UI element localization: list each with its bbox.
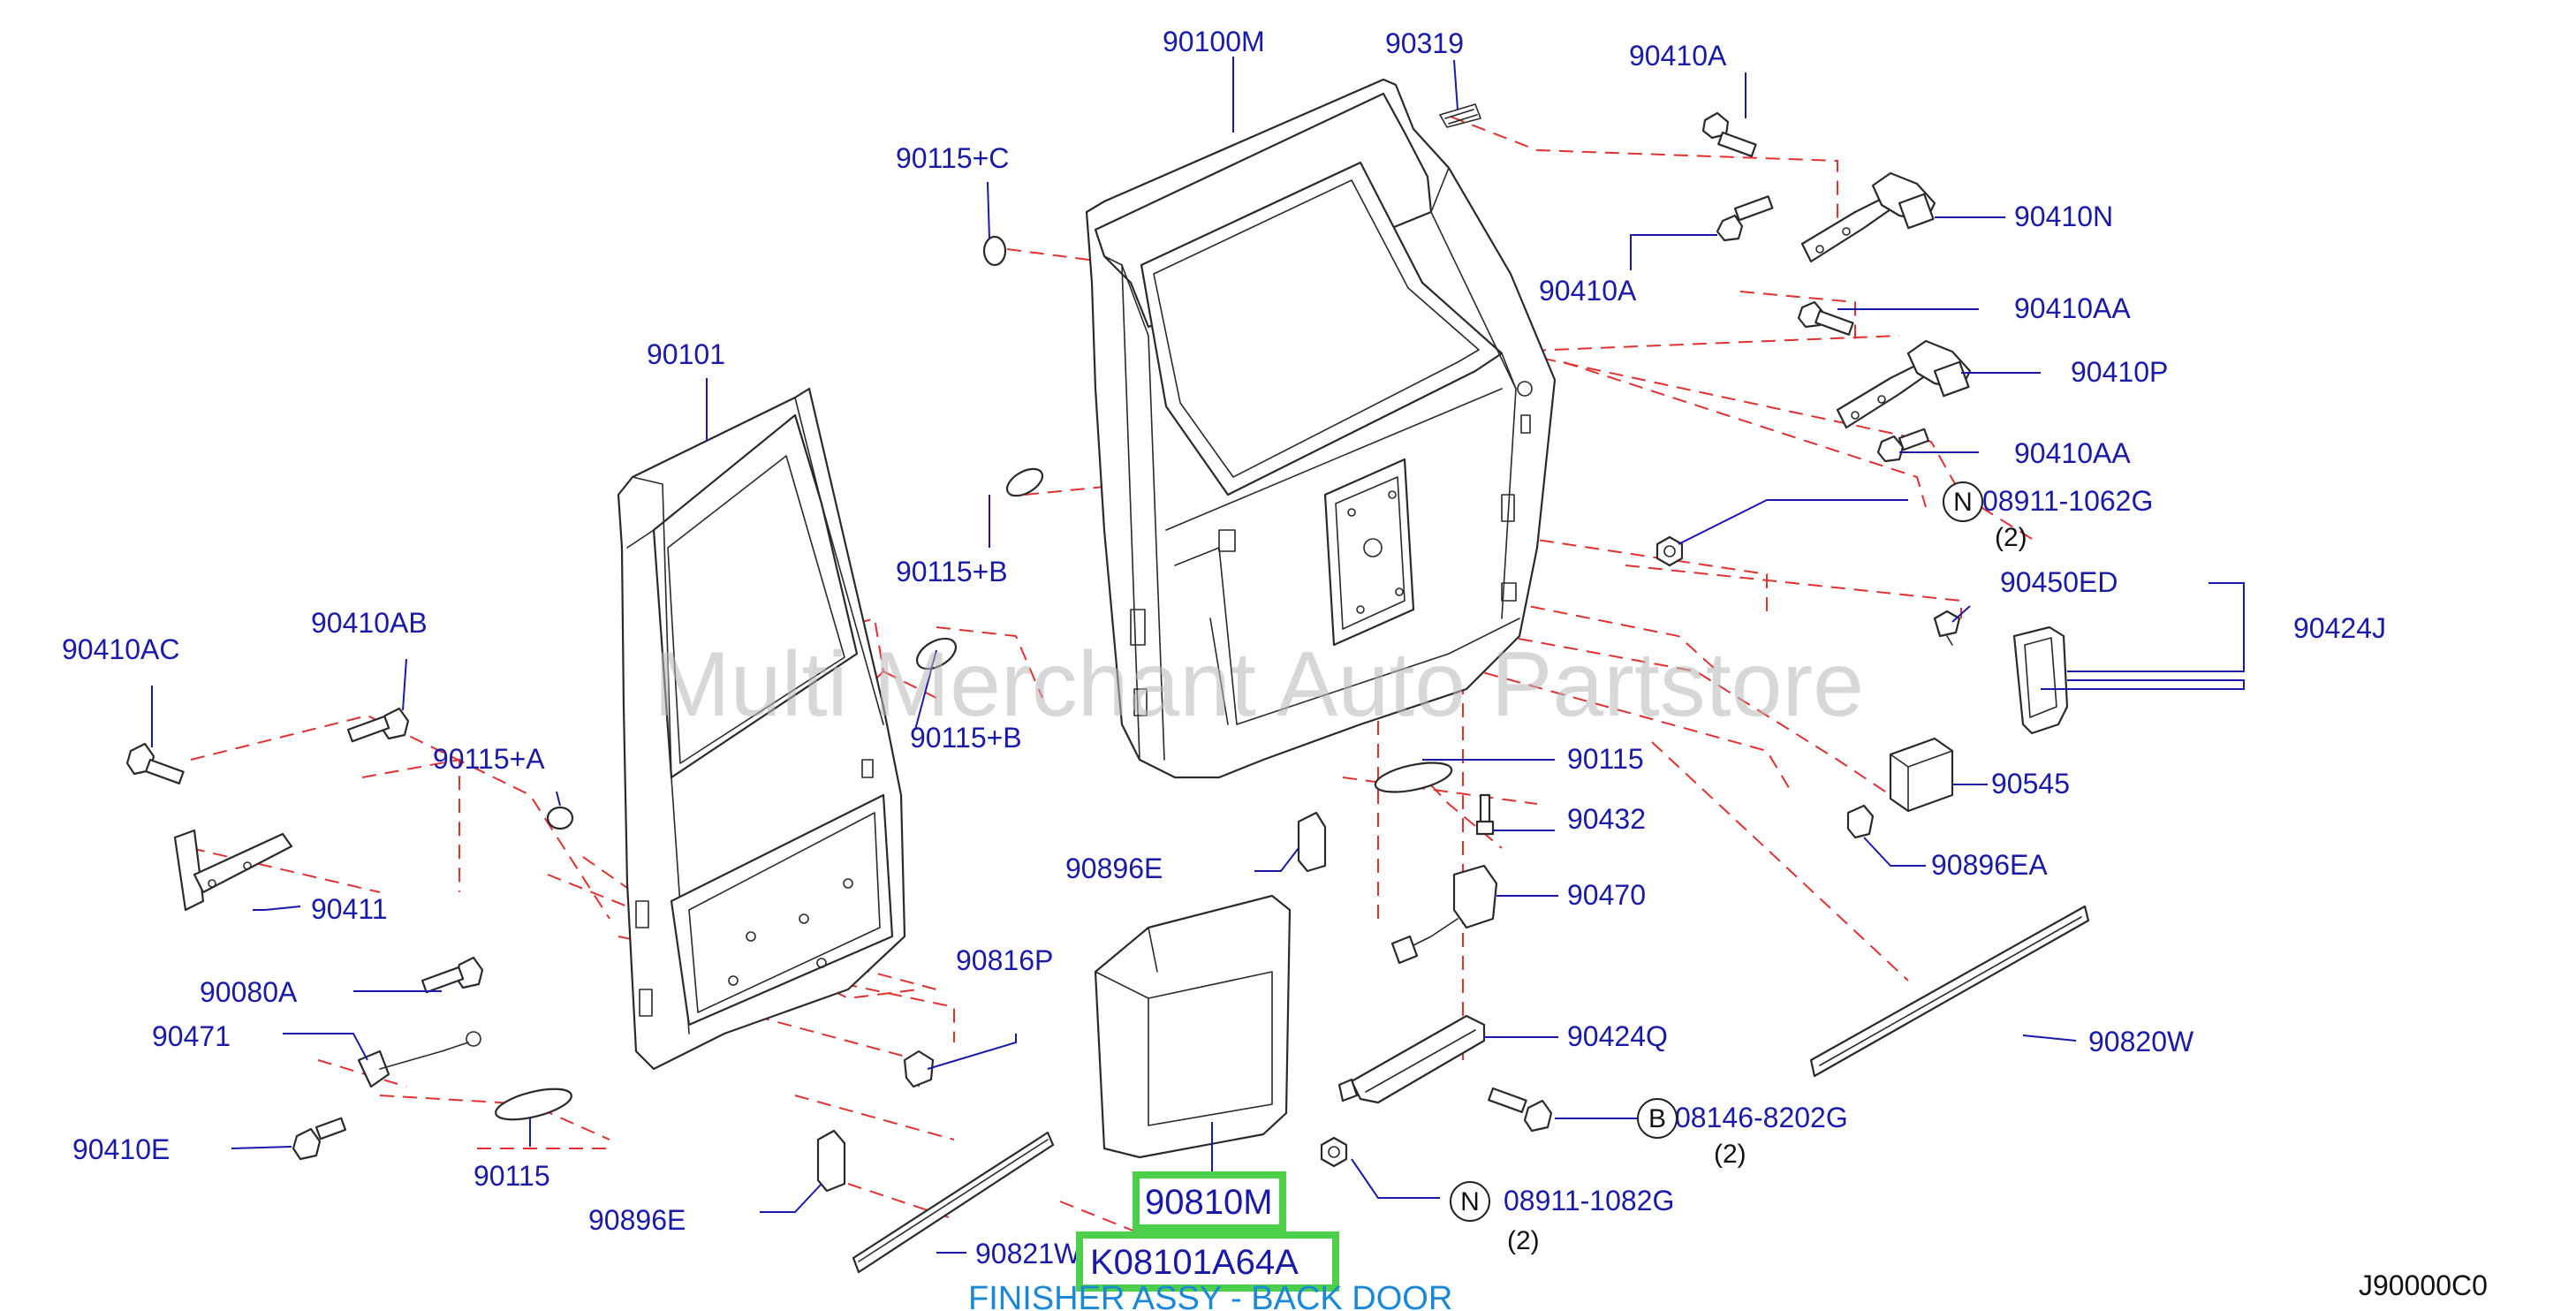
- label-90101[interactable]: 90101: [647, 338, 725, 370]
- part-90470-actuator: [1390, 864, 1498, 965]
- badge-b: B: [1648, 1104, 1666, 1133]
- part-90410a-bolt-top: [1701, 111, 1757, 157]
- label-90080a[interactable]: 90080A: [200, 976, 298, 1008]
- part-90319-pad: [1439, 103, 1481, 128]
- label-90115-low[interactable]: 90115: [474, 1160, 550, 1192]
- highlight-part-number[interactable]: 90810M: [1145, 1183, 1273, 1222]
- label-90115-mid[interactable]: 90115: [1567, 743, 1644, 775]
- part-08911-1082g-nut: [1320, 1136, 1348, 1168]
- part-08911-1062g-nut: [1655, 535, 1684, 567]
- highlight-box-part-number: [1133, 1171, 1286, 1231]
- highlight-box-oem-number: [1076, 1231, 1339, 1292]
- label-90471[interactable]: 90471: [152, 1020, 231, 1052]
- quantity-1: (2): [1995, 523, 2027, 552]
- label-08911-1062g[interactable]: 08911-1062G: [1982, 485, 2153, 517]
- part-90450ed-clip: [1933, 610, 1961, 646]
- badge-n-2: N: [1460, 1187, 1480, 1216]
- part-90896ea-clip: [1846, 804, 1875, 839]
- part-90410aa-bolt-1: [1797, 300, 1854, 336]
- label-08146-8202g[interactable]: 08146-8202G: [1675, 1102, 1848, 1133]
- part-90424q-handle-base: [1337, 1014, 1486, 1104]
- part-90411-hinge: [173, 829, 293, 912]
- part-90810m-finisher: [1094, 894, 1292, 1159]
- part-90410e-bolt: [292, 1117, 347, 1161]
- label-90115a[interactable]: 90115+A: [433, 743, 545, 775]
- label-90821w[interactable]: 90821W: [975, 1238, 1081, 1269]
- label-90319[interactable]: 90319: [1385, 27, 1464, 59]
- label-90410ab[interactable]: 90410AB: [311, 607, 428, 639]
- label-90424j[interactable]: 90424J: [2293, 612, 2386, 644]
- figure-code: J90000C0: [2359, 1269, 2488, 1301]
- quantity-3: (2): [1507, 1226, 1540, 1255]
- label-90100m[interactable]: 90100M: [1163, 26, 1265, 57]
- part-90410aa-bolt-2: [1876, 428, 1930, 463]
- part-90115-plug-mid: [1374, 762, 1453, 793]
- label-90115c[interactable]: 90115+C: [896, 142, 1009, 174]
- label-90450ed[interactable]: 90450ED: [2000, 566, 2118, 598]
- badge-n-1-circle: [1943, 481, 1983, 522]
- part-90896e-clip-mid: [1297, 811, 1327, 873]
- side-door-panel-90101: [617, 387, 906, 1071]
- part-90115-plug-low: [495, 1087, 572, 1121]
- part-90115a-plug: [546, 806, 574, 830]
- badges: N (2) B (2) N (2): [1450, 481, 2027, 1255]
- label-90432[interactable]: 90432: [1567, 803, 1646, 835]
- part-90115b-plug-2: [915, 637, 958, 671]
- part-90115b-plug-1: [1005, 467, 1044, 497]
- leader-lines: [151, 57, 2245, 1254]
- label-90410e[interactable]: 90410E: [72, 1133, 170, 1165]
- label-90896ea[interactable]: 90896EA: [1931, 849, 2048, 881]
- part-90080a-bolt: [420, 956, 484, 994]
- highlighted-part: 90810M K08101A64A FINISHER ASSY - BACK D…: [968, 1171, 1452, 1311]
- label-90410p[interactable]: 90410P: [2071, 356, 2168, 388]
- badge-b-circle: [1637, 1098, 1678, 1139]
- part-08146-8202g-bolt: [1488, 1087, 1553, 1133]
- quantity-2: (2): [1714, 1140, 1746, 1169]
- label-90410a-mid[interactable]: 90410A: [1539, 275, 1637, 307]
- part-90816p-clip: [903, 1050, 935, 1088]
- part-90410p-hinge: [1836, 339, 1972, 429]
- part-90410ab-bolt: [346, 707, 410, 743]
- part-90432-pin: [1475, 793, 1495, 836]
- badge-n-2-circle: [1450, 1181, 1490, 1222]
- label-90410aa-2[interactable]: 90410AA: [2014, 437, 2131, 469]
- part-90820w-molding: [1809, 905, 2090, 1078]
- label-90470[interactable]: 90470: [1567, 879, 1646, 911]
- part-90896e-clip-low: [816, 1129, 846, 1193]
- part-90410a-bolt-mid: [1716, 195, 1774, 242]
- label-90424q[interactable]: 90424Q: [1567, 1020, 1668, 1052]
- highlight-description: FINISHER ASSY - BACK DOOR: [968, 1280, 1452, 1311]
- label-90896e-mid[interactable]: 90896E: [1065, 853, 1163, 884]
- label-90545[interactable]: 90545: [1991, 768, 2070, 799]
- part-labels: 90100M 90319 90410A 90115+C 90410N 90410…: [62, 26, 2386, 1269]
- watermark: Multi Merchant Auto Partstore: [654, 633, 1864, 736]
- part-90115c-plug: [982, 235, 1007, 267]
- label-90115b-2[interactable]: 90115+B: [910, 722, 1022, 754]
- label-90411[interactable]: 90411: [311, 893, 388, 925]
- part-90545-block: [1889, 737, 1954, 813]
- label-90410a-top[interactable]: 90410A: [1629, 40, 1727, 72]
- label-90410ac[interactable]: 90410AC: [62, 633, 179, 665]
- part-90410ac-bolt: [125, 742, 185, 784]
- label-90896e-low[interactable]: 90896E: [588, 1204, 686, 1236]
- label-08911-1082g[interactable]: 08911-1082G: [1504, 1185, 1674, 1216]
- label-90816p[interactable]: 90816P: [956, 944, 1053, 976]
- highlight-oem-number[interactable]: K08101A64A: [1090, 1243, 1299, 1282]
- part-90821w-molding: [852, 1131, 1055, 1274]
- part-90410n-hinge: [1800, 171, 1936, 263]
- label-90115b-1[interactable]: 90115+B: [896, 556, 1008, 587]
- label-90410n[interactable]: 90410N: [2014, 201, 2113, 232]
- part-90424j-handle: [2012, 625, 2069, 735]
- badge-n-1: N: [1953, 488, 1973, 517]
- label-90820w[interactable]: 90820W: [2088, 1026, 2194, 1057]
- back-door-panel-90100m: [1085, 78, 1557, 779]
- part-90471-link: [357, 1031, 481, 1088]
- label-90410aa-1[interactable]: 90410AA: [2014, 292, 2131, 324]
